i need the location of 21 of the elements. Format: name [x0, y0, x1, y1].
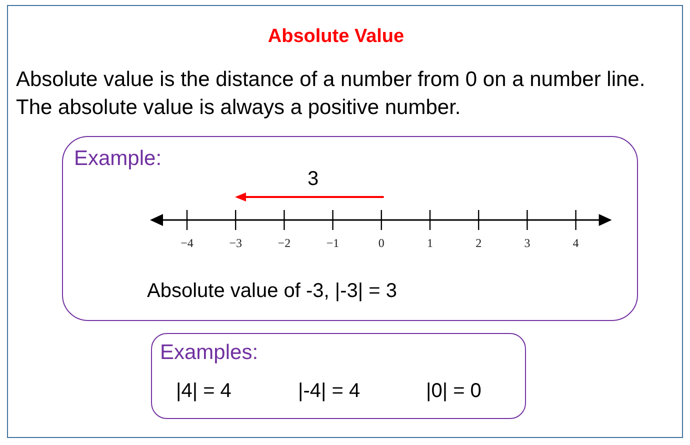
tick-label: 4 — [572, 236, 579, 250]
tick-label: −4 — [180, 236, 194, 250]
title-heading: Absolute Value — [268, 26, 404, 49]
tick-label: 2 — [476, 236, 482, 250]
panel-heading: Examples: — [160, 340, 258, 366]
distance-label: 3 — [307, 167, 319, 191]
tick-label: 0 — [378, 236, 384, 250]
examples-panel — [151, 333, 526, 419]
definition-text: The absolute value is always a positive number. — [16, 95, 461, 120]
tick-label: −3 — [229, 236, 242, 250]
definition-text: Absolute value is the distance of a number from 0 on a number line. — [16, 67, 646, 92]
example-panel — [62, 136, 638, 321]
example-equation: |0| = 0 — [426, 379, 482, 403]
tick-label: −1 — [326, 236, 340, 250]
example-equation: |4| = 4 — [176, 379, 232, 403]
panel-heading: Example: — [74, 146, 162, 172]
tick-label: 3 — [524, 236, 530, 250]
tick-label: 1 — [427, 236, 433, 250]
tick-label: −2 — [278, 236, 291, 250]
example-equation: |-4| = 4 — [298, 379, 360, 403]
example-statement: Absolute value of -3, |-3| = 3 — [147, 279, 397, 303]
